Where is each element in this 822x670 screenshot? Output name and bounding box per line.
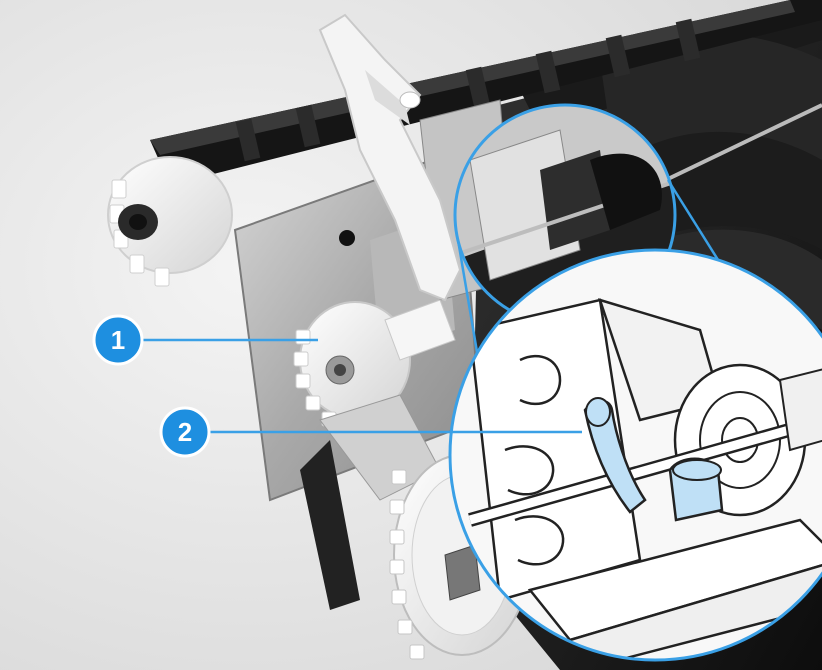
small-shaft-gear xyxy=(107,156,233,287)
callout-2-number: 2 xyxy=(178,417,192,447)
zoom-detail-circle xyxy=(448,248,822,662)
zoom-source-circle xyxy=(453,103,677,327)
callout-1-number: 1 xyxy=(111,325,125,355)
callout-2-badge xyxy=(159,406,211,458)
upper-white-gear xyxy=(293,299,456,433)
callout-1-badge xyxy=(92,314,144,366)
callout-1: 1 xyxy=(92,314,318,366)
callout-2: 2 xyxy=(159,406,582,458)
white-lever-arm xyxy=(318,13,462,302)
